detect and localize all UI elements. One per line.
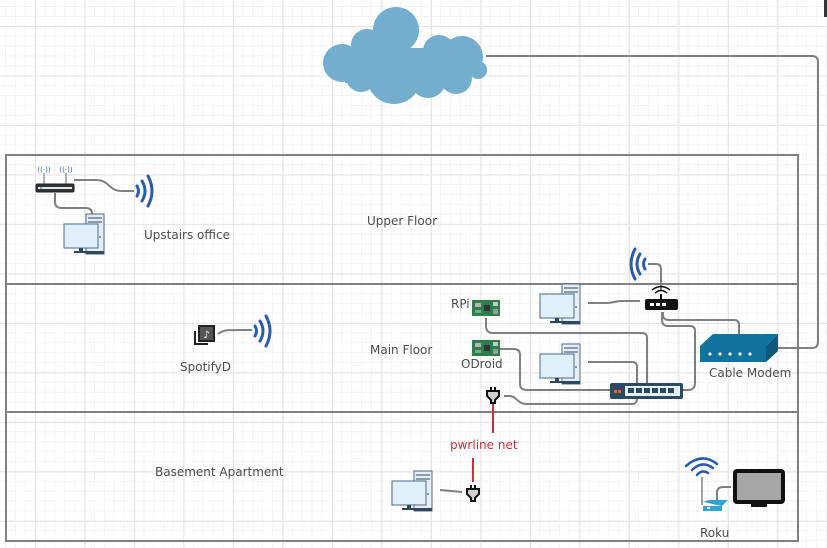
desktop-icon-main-1[interactable] [539, 283, 581, 325]
wire-spotifyd-wifi[interactable] [217, 329, 252, 335]
router-icon[interactable]: ((·)) ((·)) [35, 166, 75, 193]
cloud-icon[interactable] [323, 7, 487, 104]
wire-upstairs-router-pc[interactable] [54, 193, 93, 216]
roku-icon[interactable] [684, 457, 728, 511]
desktop-icon-upstairs[interactable] [63, 213, 105, 255]
modem-icon[interactable] [700, 334, 778, 362]
svg-text:((·)): ((·)) [37, 166, 50, 174]
powerline-link[interactable] [472, 404, 494, 482]
wire-pc2-switch[interactable] [588, 361, 638, 386]
floor-basement[interactable] [5, 411, 799, 542]
wire-cloud-modem[interactable] [486, 55, 819, 349]
switch-icon[interactable] [610, 383, 683, 399]
wire-router-wifi[interactable] [648, 263, 662, 290]
tv-icon[interactable] [733, 469, 785, 507]
plug-icon-basement[interactable] [466, 484, 480, 502]
top-right-edge-marker [824, 0, 827, 17]
wire-powerline-switch[interactable] [504, 395, 638, 405]
rpi-board-icon[interactable] [472, 300, 500, 316]
wireless-icon [135, 174, 154, 208]
svg-text:((·)): ((·)) [59, 166, 72, 174]
svg-text:♪: ♪ [203, 330, 209, 341]
floor-label-upper: Upper Floor [367, 214, 438, 228]
label-pwrline-net: pwrline net [450, 438, 518, 452]
odroid-board-icon[interactable] [472, 340, 500, 356]
label-cable-modem: Cable Modem [709, 366, 792, 380]
wire-rpi-switch[interactable] [485, 318, 648, 386]
plug-icon-main[interactable] [486, 386, 500, 404]
wire-upstairs-router-wifi[interactable] [74, 179, 134, 192]
wireless-icon [629, 247, 647, 281]
label-upstairs-office: Upstairs office [144, 228, 230, 242]
wire-router-pc1[interactable] [588, 300, 640, 304]
wires [54, 55, 819, 502]
label-odroid: ODroid [461, 357, 503, 371]
label-rpi: RPi [451, 297, 470, 311]
wire-router-modem[interactable] [662, 312, 740, 335]
wire-basement-pc-powerline[interactable] [439, 489, 463, 493]
label-roku: Roku [700, 526, 730, 540]
desktop-icon-main-2[interactable] [539, 343, 581, 385]
router-icon-main[interactable] [645, 285, 678, 311]
label-spotifyd: SpotifyD [180, 360, 231, 374]
floor-label-basement: Basement Apartment [155, 465, 284, 479]
wire-router-switch[interactable] [661, 312, 696, 391]
music-library-icon[interactable]: ♪ [194, 325, 215, 345]
desktop-icon-basement[interactable] [391, 470, 433, 512]
floor-label-main: Main Floor [370, 343, 433, 357]
wire-odroid-switch[interactable] [498, 348, 610, 391]
wire-roku-tv[interactable] [716, 486, 731, 502]
wireless-icon [253, 314, 272, 348]
